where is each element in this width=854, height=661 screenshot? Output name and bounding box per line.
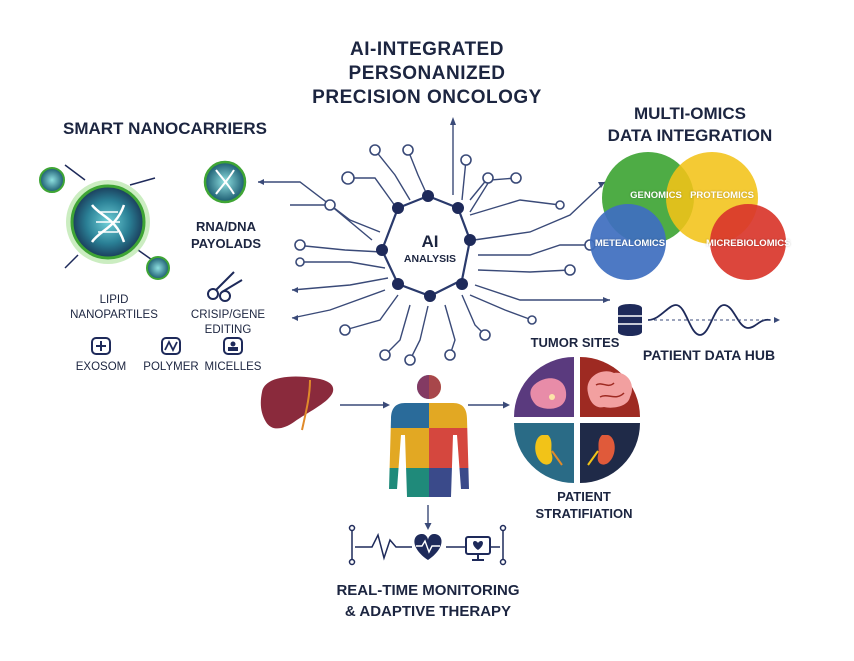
monitoring-title: REAL-TIME MONITORING & ADAPTIVE THERAPY [336,582,520,620]
lipid-label: LIPID NANOPARTILES [70,294,158,321]
arrow-right-icon [774,317,780,323]
scissors-icon [207,271,243,302]
analysis-label: ANALYSIS [403,253,457,265]
liver-icon [260,376,334,431]
proteomics-label: PROTEOMICS [690,190,754,201]
metabolomics-circle [590,204,666,280]
small-nanoparticle-icon [39,160,247,280]
arrow-up-icon [450,117,456,125]
micelles-icon [223,337,243,355]
hub-nodes [376,190,476,302]
ai-label: AI [421,232,439,251]
kidney-left-icon [535,435,553,465]
database-icon [618,304,642,336]
nanocarriers-title: SMART NANOCARRIERS [63,119,267,138]
monitor-screen-icon [465,536,491,561]
metabolomics-label: METEALOMICS [594,238,666,249]
microbiolomics-circle [710,204,786,280]
lipid-nanoparticle-icon [64,164,156,269]
omics-title: MULTI-OMICS DATA INTEGRATION [607,104,773,145]
kidney-right-icon [597,435,615,465]
data-waveform [647,304,771,336]
microbiolomics-label: MICREBIOLOMICS [706,238,791,249]
genomics-label: GENOMICS [630,190,682,201]
human-body-icon [389,375,469,497]
flow-arrows [340,404,505,525]
payloads-label: RNA/DNA PAYOLADS [190,219,262,251]
diagram-title: AI-INTEGRATED PERSONANIZED PRECISION ONC… [0,38,854,110]
polymer-label: POLYMER [143,361,199,373]
arrow-to-omics-icon [598,182,605,188]
monitoring-strip [348,524,507,566]
circuit-endpoints [294,144,596,366]
breast-tumor-icon [530,378,567,409]
exosome-icon [91,337,111,355]
tumor-sites-chart [514,357,640,483]
title-line-2: PERSONANIZED [348,63,506,84]
arrow-to-hub-icon [603,297,610,303]
title-line-1: AI-INTEGRATED [350,39,504,60]
crispr-label: CRISIP/GENE EDITING [190,309,266,336]
stratification-label: PATIENT STRATIFIATION [535,489,633,521]
nanocarrier-graphics [39,160,247,280]
polymer-icon [161,337,181,355]
title-line-3: PRECISION ONCOLOGY [312,87,542,108]
omics-venn-diagram [590,152,786,280]
patient-hub-label: PATIENT DATA HUB [642,347,776,363]
tumor-sites-title: TUMOR SITES [530,335,620,350]
brain-icon [587,371,633,408]
heart-monitor-icon [414,534,442,560]
micelles-label: MICELLES [204,361,262,373]
exosome-label: EXOSOM [75,361,127,373]
